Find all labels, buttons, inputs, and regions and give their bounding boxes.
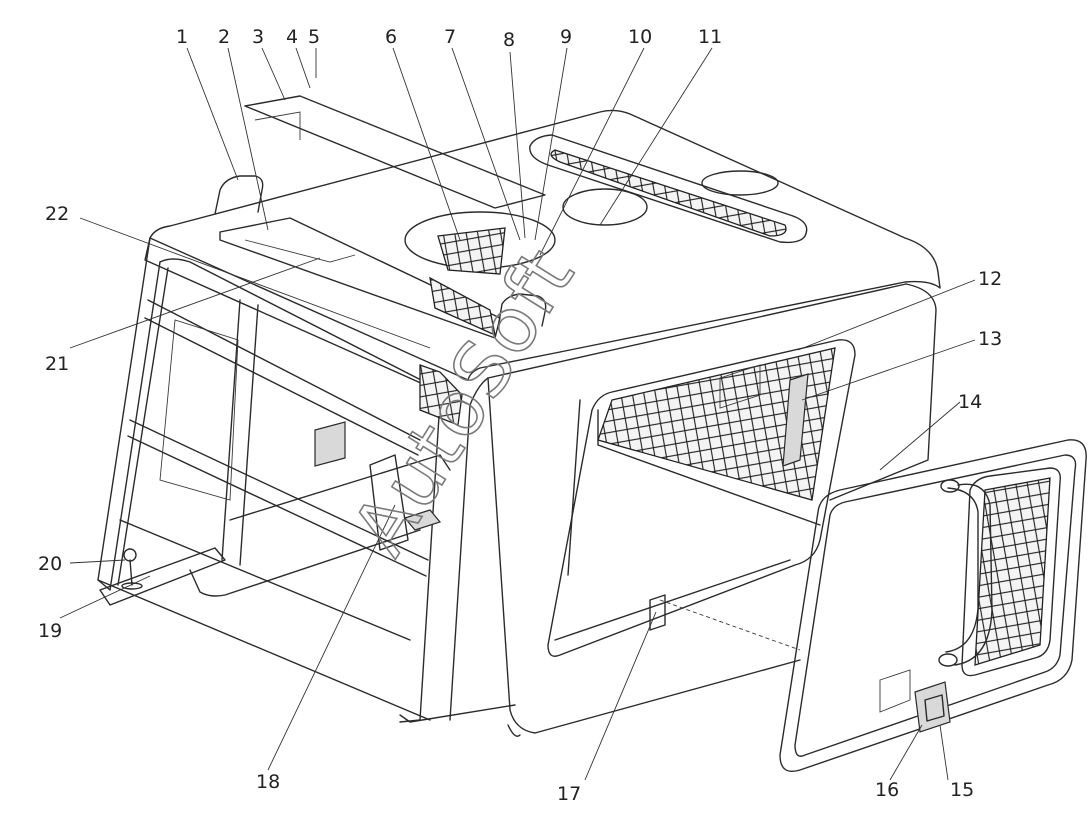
callout-20: 20: [38, 553, 62, 575]
callout-11: 11: [698, 26, 722, 48]
frame-left: [97, 237, 161, 591]
callout-19: 19: [38, 620, 62, 642]
grab-handle-rear: [214, 175, 264, 215]
callout-2: 2: [218, 26, 230, 48]
callout-9: 9: [560, 26, 572, 48]
cover-plate: [244, 95, 546, 209]
callout-labels: 1 2 3 4 5 6 7 8 9 10 11 12 13 14 15 16 1…: [38, 26, 1002, 805]
callout-22: 22: [45, 203, 69, 225]
callout-8: 8: [503, 29, 515, 51]
callout-7: 7: [444, 26, 456, 48]
callout-18: 18: [256, 771, 280, 793]
callout-16: 16: [875, 779, 899, 801]
callout-1: 1: [176, 26, 188, 48]
callout-5: 5: [308, 26, 320, 48]
callout-21: 21: [45, 353, 69, 375]
callout-3: 3: [252, 26, 264, 48]
door-lock: [914, 681, 951, 733]
roof-panel: [149, 109, 941, 381]
callout-15: 15: [950, 779, 974, 801]
callout-14: 14: [958, 391, 982, 413]
door-panel: [779, 439, 1087, 773]
door-opening: [547, 339, 856, 657]
leader-lines: [59, 47, 976, 781]
callout-13: 13: [978, 328, 1002, 350]
cab-drawing: [97, 95, 1087, 773]
grab-handle-front: [497, 293, 547, 329]
callout-17: 17: [557, 783, 581, 805]
callout-4: 4: [286, 26, 298, 48]
callout-6: 6: [385, 26, 397, 48]
callout-10: 10: [628, 26, 652, 48]
callout-12: 12: [978, 268, 1002, 290]
